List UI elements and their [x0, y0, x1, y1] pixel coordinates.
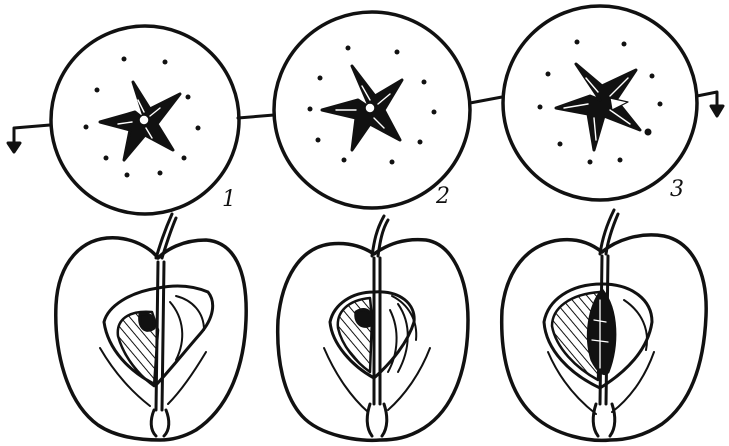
carpel-star-3	[556, 64, 640, 150]
right-arrowhead-icon	[711, 106, 723, 116]
longitudinal-section-2	[278, 216, 468, 440]
longitudinal-section-3	[502, 210, 706, 440]
carpel-star-1	[100, 82, 180, 160]
carpel-star-2	[322, 66, 402, 150]
connector-2-3	[470, 97, 502, 103]
longitudinal-section-1	[56, 214, 246, 440]
cross-section-3	[503, 6, 697, 200]
stem-2	[372, 216, 388, 256]
cross-section-2	[274, 12, 470, 208]
stage-label-2: 2	[435, 184, 450, 209]
cross-section-1	[51, 26, 239, 214]
stage-label-3: 3	[670, 177, 684, 202]
stage-label-1: 1	[222, 187, 236, 212]
connector-1-2	[238, 115, 274, 118]
left-arrowhead-icon	[8, 143, 20, 152]
